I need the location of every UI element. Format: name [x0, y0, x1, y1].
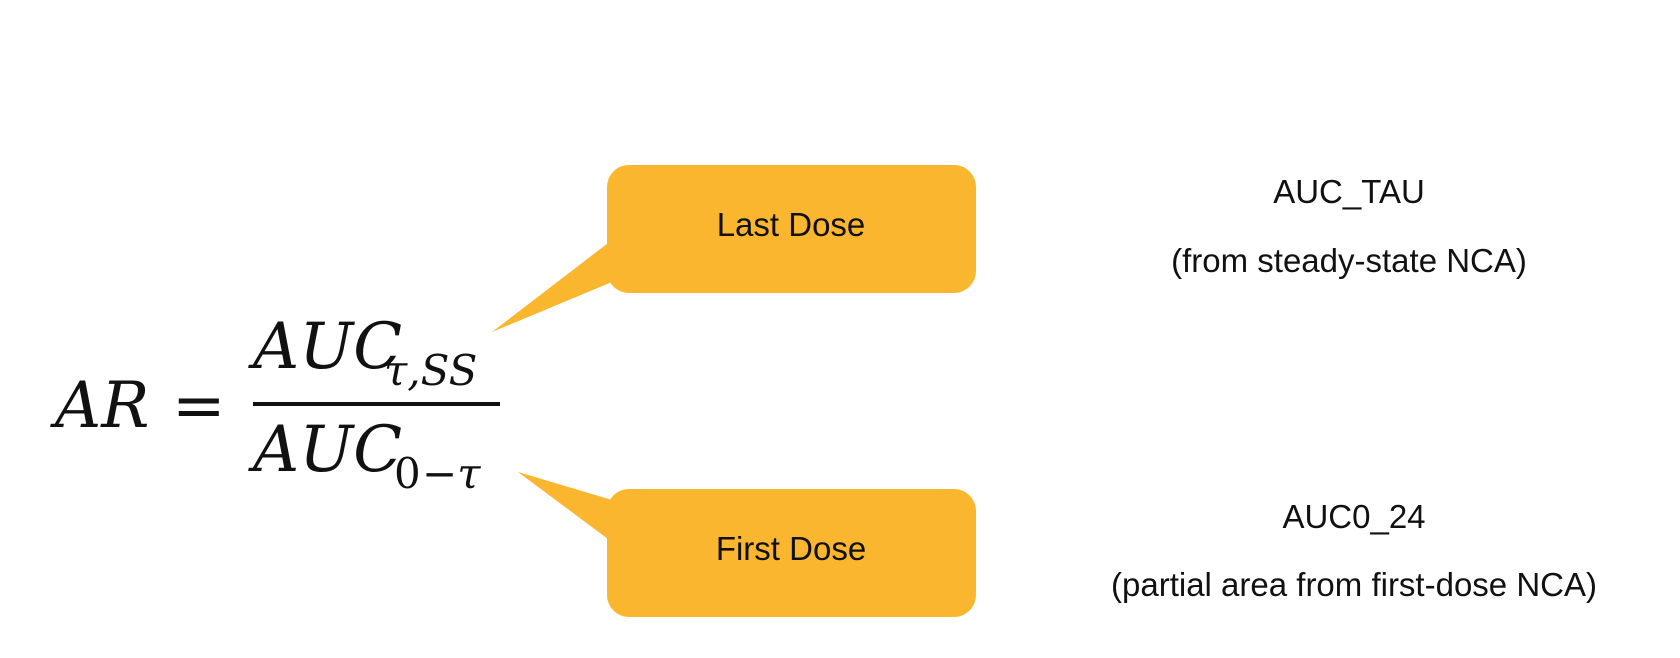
bottom-description-detail: (partial area from first-dose NCA) [1111, 566, 1597, 603]
first-dose-label: First Dose [716, 530, 866, 567]
bottom-description-title: AUC0_24 [1282, 498, 1425, 535]
first-dose-callout-pointer [518, 472, 612, 542]
formula-lhs: AR [50, 369, 149, 443]
formula-equals-sign: = [172, 369, 226, 443]
top-description-detail: (from steady-state NCA) [1171, 242, 1527, 279]
last-dose-callout-box [607, 165, 976, 293]
first-dose-callout-box [607, 489, 976, 617]
last-dose-callout: Last Dose [492, 165, 976, 332]
bottom-description: AUC0_24 (partial area from first-dose NC… [1111, 498, 1597, 603]
denominator-subscript-rest: −τ [422, 449, 481, 498]
first-dose-callout: First Dose [518, 472, 976, 617]
top-description-title: AUC_TAU [1273, 173, 1425, 210]
last-dose-label: Last Dose [717, 206, 866, 243]
accumulation-ratio-formula: AR = AUC τ,SS AUC 0 −τ [50, 310, 500, 498]
top-description: AUC_TAU (from steady-state NCA) [1171, 173, 1527, 279]
numerator-subscript: τ,SS [384, 346, 477, 395]
denominator-auc: AUC [248, 413, 402, 487]
numerator-auc: AUC [248, 310, 402, 384]
last-dose-callout-pointer [492, 240, 612, 332]
denominator-subscript-zero: 0 [394, 449, 421, 498]
